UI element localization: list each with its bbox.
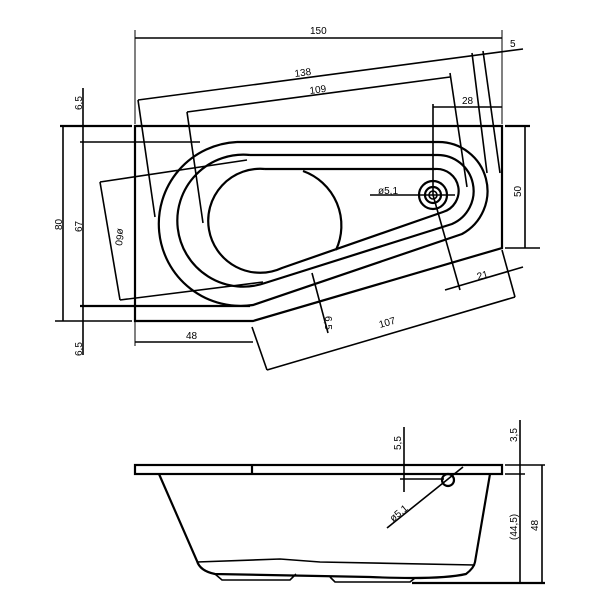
dimension-line-60 (99, 181, 121, 301)
extension-line (251, 326, 268, 371)
extension-line (482, 50, 501, 174)
drain-diameter-label: ø5,1 (378, 186, 398, 197)
dim-label-6-5-inner: 6,5 (322, 316, 333, 330)
dim-label-150: 150 (310, 26, 327, 37)
dim-label-138: 138 (294, 67, 312, 80)
overflow-leader (386, 466, 464, 529)
dim-label-5-5: 5,5 (393, 436, 404, 450)
extension-line (432, 194, 461, 291)
extension-line (501, 249, 516, 298)
basin-inner (207, 167, 460, 274)
dim-label-5: 5 (510, 39, 516, 50)
dim-label-44-5: (44,5) (509, 514, 520, 540)
overflow-icon (440, 472, 456, 488)
dimension-line-6-5 (311, 272, 329, 334)
basin-seat-arc (302, 169, 343, 251)
dimension-line-21 (444, 266, 524, 291)
tub-rim (133, 463, 504, 476)
tub-body (157, 473, 492, 580)
extension-line (137, 99, 156, 218)
extension-line (99, 159, 248, 183)
dim-label-6-5-top: 6,5 (74, 96, 85, 110)
tub-foot (329, 576, 416, 583)
overflow-diameter-label: ø5,1 (388, 503, 411, 524)
dim-label-107: 107 (378, 316, 397, 331)
side-view: 3,5 (44,5) 48 5,5 ø5,1 (133, 420, 545, 585)
extension-line (471, 52, 488, 174)
dimension-line-138 (137, 48, 524, 101)
dim-label-28: 28 (462, 96, 474, 107)
dim-label-109: 109 (309, 84, 327, 97)
dimension-line-107 (266, 296, 516, 371)
dim-label-60: ø60 (112, 227, 126, 246)
dim-label-3-5: 3,5 (509, 428, 520, 442)
dim-label-67: 67 (74, 220, 85, 232)
dim-label-6-5-bottom: 6,5 (74, 342, 85, 356)
dim-label-80: 80 (54, 218, 65, 230)
extension-line (119, 281, 264, 301)
tub-outline-top (133, 124, 504, 323)
dim-label-50: 50 (513, 185, 524, 197)
extension-line (449, 72, 468, 188)
tub-bottom-line (196, 558, 476, 566)
top-view: ø5,1 150 138 5 109 28 80 67 6,5 6,5 50 (54, 26, 540, 371)
tub-foot (214, 573, 297, 581)
dimension-line-109 (186, 76, 451, 113)
basin-outer (157, 140, 489, 307)
dim-label-48: 48 (186, 331, 198, 342)
dim-label-48-side: 48 (530, 519, 541, 531)
basin-middle (176, 153, 475, 288)
dim-label-21: 21 (476, 269, 490, 283)
